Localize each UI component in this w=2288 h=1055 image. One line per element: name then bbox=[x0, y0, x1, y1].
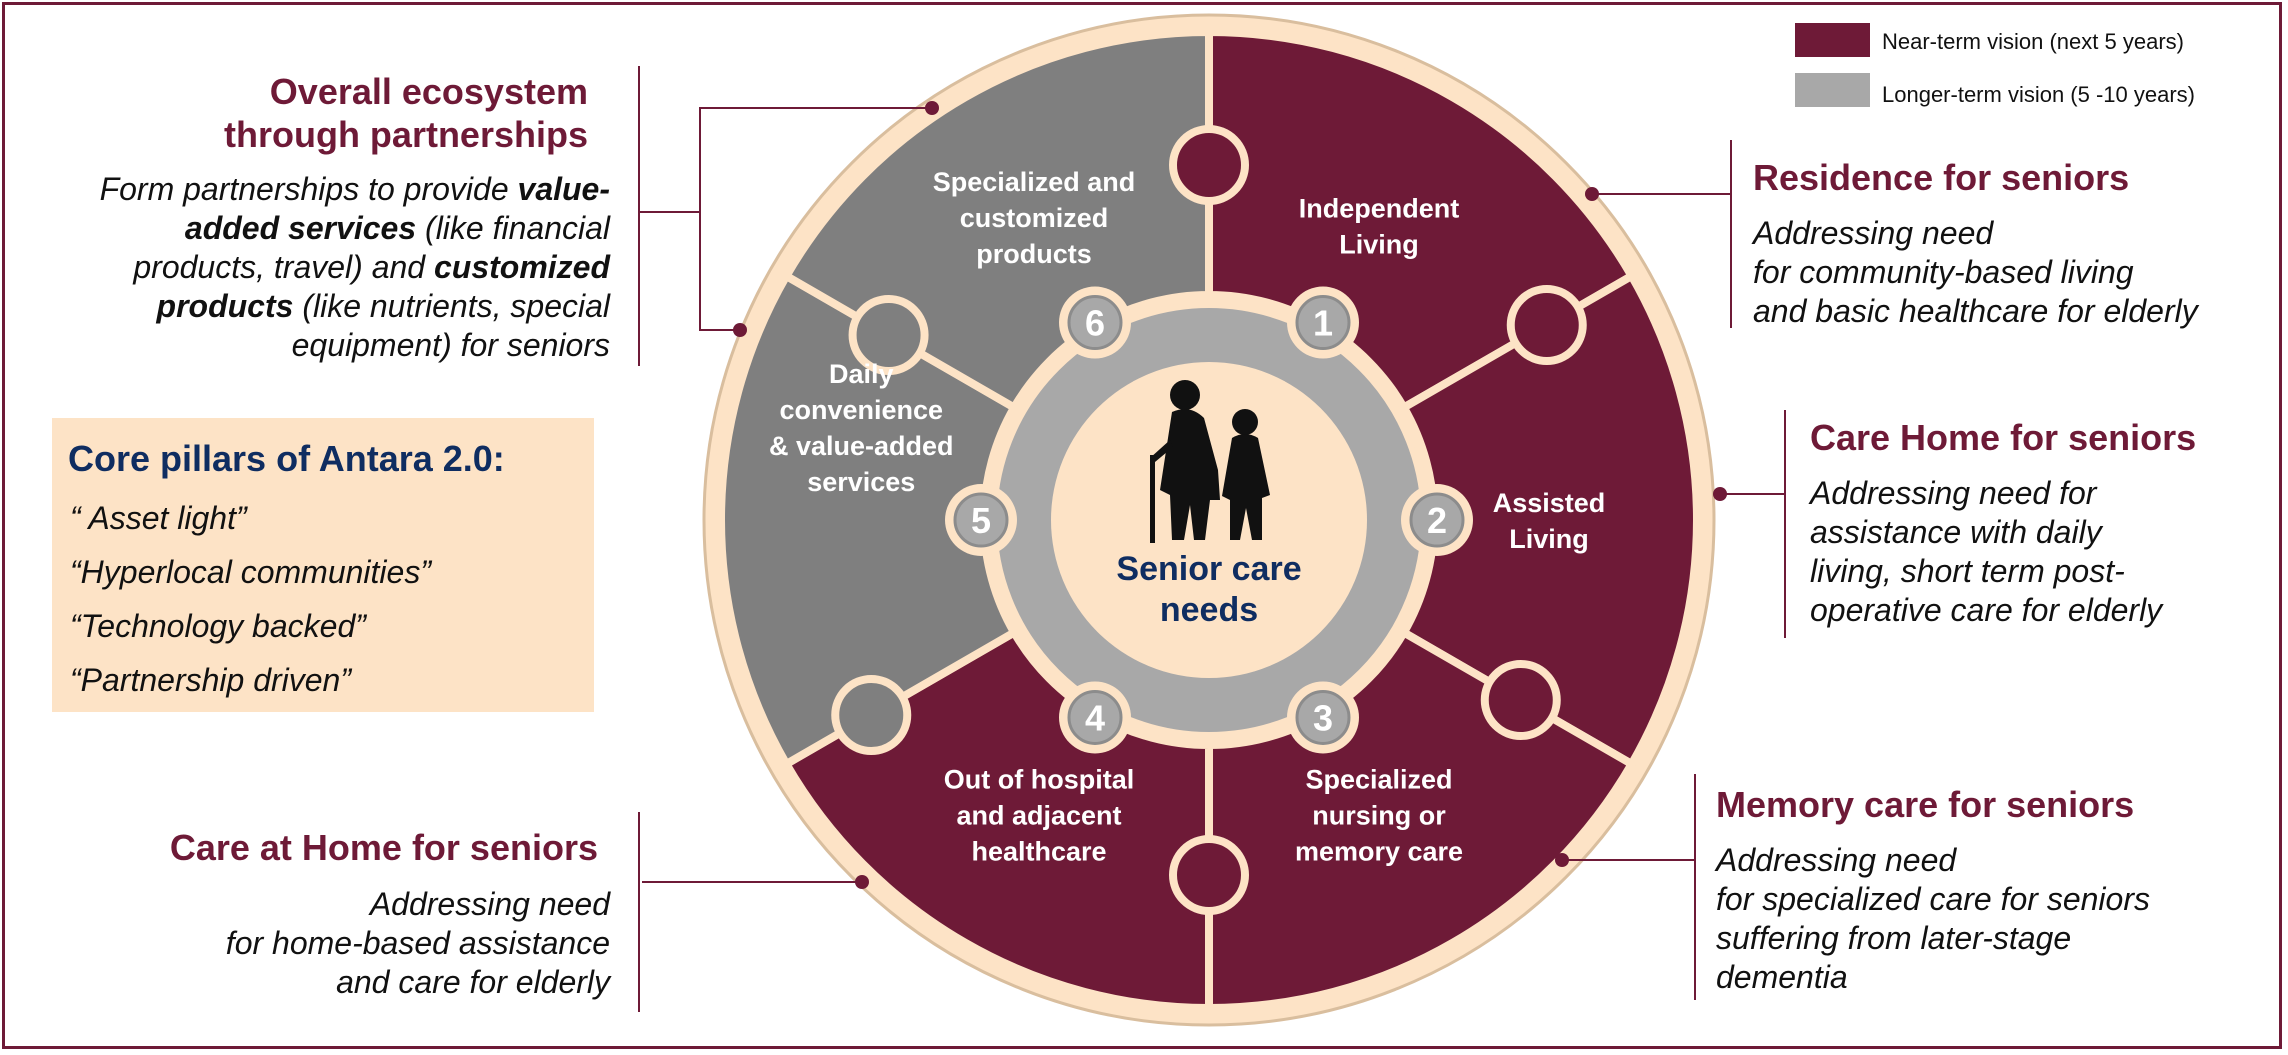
segment-number-2: 2 bbox=[1427, 500, 1447, 541]
number-disc bbox=[953, 492, 1009, 548]
legend-longer-term-label: Longer-term vision (5 -10 years) bbox=[1882, 82, 2196, 107]
memory-care-description: Addressing need for specialized care for… bbox=[1716, 842, 2150, 995]
segment-number-4: 4 bbox=[1085, 697, 1105, 738]
care-at-home-rule bbox=[638, 812, 640, 1012]
puzzle-knob bbox=[1480, 660, 1561, 740]
center-circle bbox=[1051, 362, 1367, 678]
connector-ecosystem bbox=[640, 107, 932, 213]
segment-label-4: healthcare bbox=[971, 836, 1106, 866]
segment-number-5: 5 bbox=[971, 500, 991, 541]
connector-dot bbox=[855, 875, 869, 889]
connector-dot bbox=[1585, 187, 1599, 201]
segment-label-5: convenience bbox=[779, 395, 943, 425]
number-disc bbox=[1295, 689, 1351, 745]
legend-near-term-label: Near-term vision (next 5 years) bbox=[1882, 29, 2184, 54]
pillar-item: “Partnership driven” bbox=[70, 662, 351, 698]
segment-label-5: Daily bbox=[829, 359, 894, 389]
connector-dot bbox=[733, 323, 747, 337]
connector-dot bbox=[1713, 487, 1727, 501]
puzzle-knob bbox=[848, 295, 929, 375]
connector-dot bbox=[1555, 853, 1569, 867]
core-pillars-box: Core pillars of Antara 2.0: “ Asset ligh… bbox=[52, 418, 594, 712]
residence-description: Addressing need for community-based livi… bbox=[1753, 215, 2198, 329]
segment-number-1: 1 bbox=[1313, 303, 1333, 344]
segment-label-1: Living bbox=[1339, 230, 1419, 260]
segment-label-3: memory care bbox=[1295, 836, 1463, 866]
number-disc bbox=[1067, 689, 1123, 745]
elderly-couple-icon bbox=[1150, 380, 1270, 543]
puzzle-knob bbox=[1506, 285, 1587, 365]
connector-ecosystem-lower bbox=[699, 212, 740, 331]
puzzle-knob bbox=[1169, 835, 1249, 915]
residence-title: Residence for seniors bbox=[1753, 157, 2130, 198]
residence-rule bbox=[1730, 140, 1732, 328]
segment-label-1: Independent bbox=[1299, 194, 1460, 224]
segment-label-4: Out of hospital bbox=[944, 764, 1134, 794]
center-label-line1: Senior care bbox=[1116, 550, 1301, 588]
pillar-item: “Technology backed” bbox=[70, 608, 366, 644]
segment-label-5: services bbox=[807, 467, 915, 497]
pillar-item: “ Asset light” bbox=[70, 500, 247, 536]
pillar-item: “Hyperlocal communities” bbox=[70, 554, 431, 590]
segment-number-3: 3 bbox=[1313, 697, 1333, 738]
care-home-title: Care Home for seniors bbox=[1810, 417, 2197, 458]
legend-longer-term-swatch bbox=[1795, 73, 1870, 107]
memory-care-rule bbox=[1694, 774, 1696, 1000]
care-at-home-title: Care at Home for seniors bbox=[169, 827, 598, 868]
puzzle-knob bbox=[831, 675, 912, 755]
segment-label-2: Assisted bbox=[1493, 488, 1606, 518]
puzzle-knob bbox=[1169, 125, 1249, 205]
segment-label-6: products bbox=[976, 239, 1092, 269]
ecosystem-title: Overall ecosystem through partnerships bbox=[223, 71, 588, 155]
segment-label-5: & value-added bbox=[769, 431, 954, 461]
connector-dot bbox=[925, 101, 939, 115]
care-home-description: Addressing need for assistance with dail… bbox=[1810, 475, 2163, 628]
segment-label-6: Specialized and bbox=[933, 167, 1136, 197]
care-home-rule bbox=[1784, 410, 1786, 638]
segment-label-4: and adjacent bbox=[956, 800, 1121, 830]
center-label-line2: needs bbox=[1160, 591, 1258, 629]
legend-near-term-swatch bbox=[1795, 23, 1870, 57]
segment-label-6: customized bbox=[960, 203, 1109, 233]
segment-number-6: 6 bbox=[1085, 303, 1105, 344]
segment-label-2: Living bbox=[1509, 524, 1589, 554]
ecosystem-description: Form partnerships to provide value- adde… bbox=[99, 171, 610, 363]
care-at-home-description: Addressing need for home-based assistanc… bbox=[225, 886, 610, 1000]
number-disc bbox=[1067, 295, 1123, 351]
ecosystem-rule bbox=[638, 66, 640, 366]
memory-care-title: Memory care for seniors bbox=[1716, 784, 2135, 825]
number-disc bbox=[1295, 295, 1351, 351]
segment-label-3: Specialized bbox=[1305, 764, 1452, 794]
core-pillars-title: Core pillars of Antara 2.0: bbox=[68, 438, 505, 479]
segment-label-3: nursing or bbox=[1312, 800, 1446, 830]
number-disc bbox=[1409, 492, 1465, 548]
